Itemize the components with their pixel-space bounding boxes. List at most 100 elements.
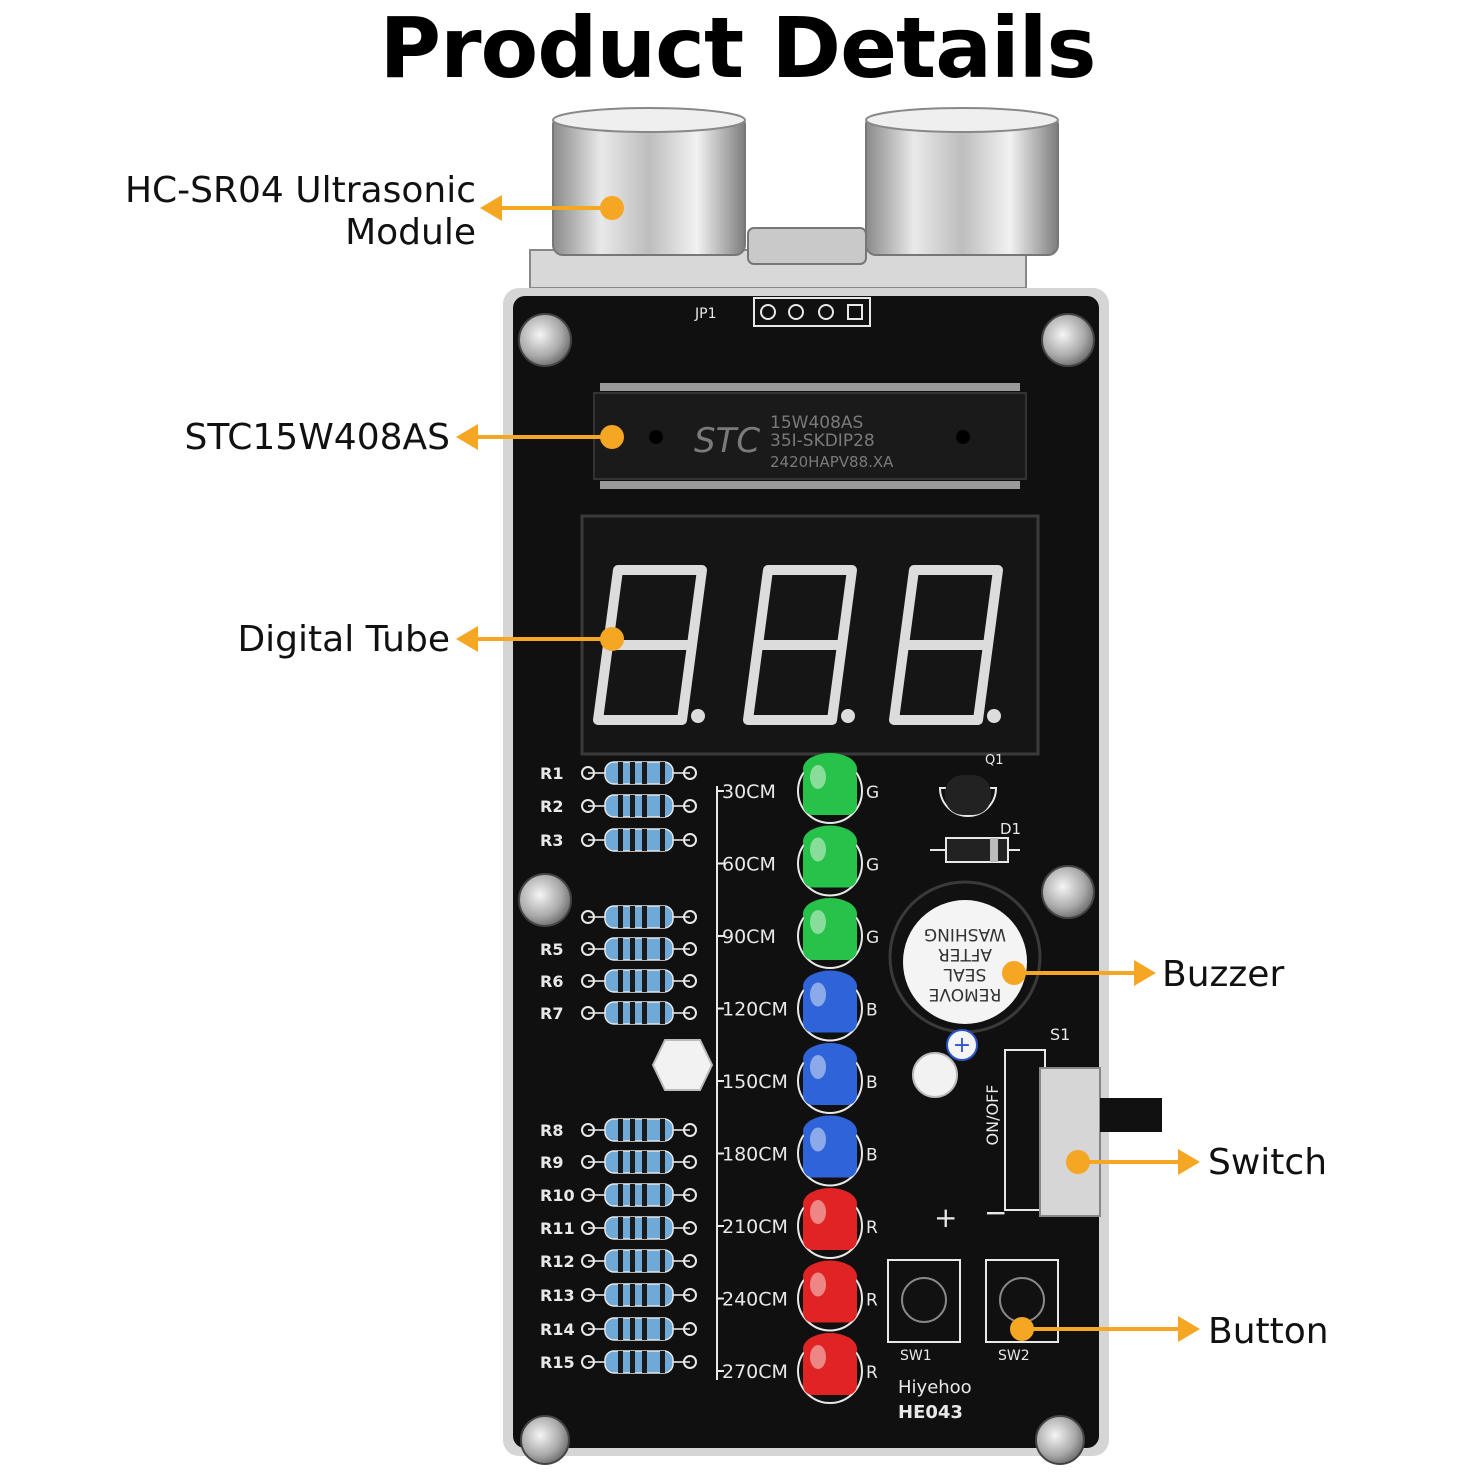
led-row: 120CM B — [717, 970, 878, 1042]
resistor-label: R1 — [540, 764, 563, 783]
led-color-letter: R — [866, 1291, 878, 1311]
nylon-spacer — [651, 1039, 714, 1091]
sw2-label: SW2 — [998, 1348, 1030, 1364]
resistor: R6 — [540, 969, 697, 993]
buzzer-component: REMOVE SEAL AFTER WASHING + — [888, 880, 1042, 1061]
led-color-letter: R — [866, 1218, 878, 1238]
callout-buzzer: Buzzer — [1162, 954, 1285, 995]
brand-label: Hiyehoo — [898, 1377, 972, 1398]
callout-arrow — [456, 626, 624, 652]
jp1-header: JP1 — [694, 297, 871, 327]
push-buttons: + − SW1 SW2 — [887, 1196, 1059, 1364]
distance-label: 90CM — [722, 926, 776, 948]
led-color-letter: B — [866, 1001, 878, 1021]
resistor: R7 — [540, 1001, 697, 1025]
resistor: R5 — [540, 937, 697, 961]
resistor: R12 — [540, 1249, 697, 1273]
led-color-letter: G — [866, 783, 879, 803]
resistor-label: R5 — [540, 940, 563, 959]
decimal-point — [841, 709, 855, 723]
callout-arrow — [1002, 960, 1156, 986]
buzzer-sticker-line-3: AFTER — [938, 944, 992, 964]
resistor-label: R14 — [540, 1320, 575, 1339]
led-row: 60CM G — [717, 825, 879, 897]
callout-switch: Switch — [1208, 1142, 1328, 1183]
s1-label: S1 — [1050, 1025, 1070, 1044]
jp1-label: JP1 — [694, 306, 716, 322]
plus-label: + — [934, 1201, 957, 1234]
page-title: Product Details — [379, 0, 1097, 97]
segment-lower — [889, 640, 993, 725]
led-color-letter: B — [866, 1146, 878, 1166]
resistor-label: R6 — [540, 972, 563, 991]
callout-ultrasonic: HC-SR04 Ultrasonic Module — [100, 170, 476, 254]
distance-label: 240CM — [722, 1289, 788, 1311]
decimal-point — [987, 709, 1001, 723]
resistor-label: R3 — [540, 831, 563, 850]
resistor-label: R2 — [540, 797, 563, 816]
distance-label: 120CM — [722, 999, 788, 1021]
led-row: 210CM R — [717, 1188, 878, 1259]
resistor-label: R10 — [540, 1186, 575, 1205]
resistor: R9 — [540, 1150, 697, 1174]
led-row: 90CM G — [717, 898, 879, 969]
distance-label: 270CM — [722, 1361, 788, 1383]
resistor: R2 — [540, 794, 697, 818]
distance-label: 210CM — [722, 1216, 788, 1238]
led-row: 270CM R — [717, 1333, 878, 1404]
resistor-label: R12 — [540, 1252, 575, 1271]
diode-d1: D1 — [930, 820, 1021, 863]
resistor-label: R8 — [540, 1121, 563, 1140]
segment-lower — [743, 640, 847, 725]
resistor: R3 — [540, 828, 697, 852]
distance-label: 150CM — [722, 1071, 788, 1093]
sw1-label: SW1 — [900, 1348, 932, 1364]
callout-arrow — [1066, 1149, 1200, 1175]
callout-ultrasonic-text: HC-SR04 Ultrasonic Module — [124, 170, 476, 253]
callout-arrow — [480, 195, 624, 221]
resistor: R1 — [540, 761, 697, 785]
callout-button: Button — [1208, 1311, 1329, 1352]
led-color-letter: G — [866, 928, 879, 948]
chip-brand: STC — [694, 421, 760, 461]
model-label: HE043 — [898, 1402, 963, 1423]
distance-label: 60CM — [722, 854, 776, 876]
digital-tube-display — [580, 514, 1040, 756]
resistor-label: R11 — [540, 1219, 575, 1238]
led-color-letter: B — [866, 1073, 878, 1093]
buzzer-plus-mark: + — [953, 1033, 971, 1058]
decimal-point — [691, 709, 705, 723]
led-color-letter: R — [866, 1363, 878, 1383]
buzzer-sticker-line-1: REMOVE — [929, 984, 1002, 1004]
led-color-letter: G — [866, 856, 879, 876]
transistor-q1: Q1 — [938, 753, 1004, 817]
led-row: 240CM R — [717, 1260, 878, 1332]
resistor: R15 — [540, 1350, 697, 1374]
chip-line-3: 2420HAPV88.XA — [770, 453, 894, 471]
ultrasonic-module — [529, 107, 1059, 289]
resistor-label: R9 — [540, 1153, 563, 1172]
callout-display: Digital Tube — [237, 619, 450, 660]
switch-onoff-label: ON/OFF — [983, 1085, 1002, 1146]
chip-line-1: 15W408AS — [770, 413, 863, 433]
led-row: 150CM B — [717, 1043, 878, 1114]
distance-label: 30CM — [722, 781, 776, 803]
resistor: R13 — [540, 1283, 697, 1307]
resistor: R10 — [540, 1183, 697, 1207]
distance-label: 180CM — [722, 1144, 788, 1166]
resistor: R11 — [540, 1216, 697, 1240]
resistor: R8 — [540, 1118, 697, 1142]
resistor — [581, 905, 697, 929]
slide-switch: S1 ON/OFF — [983, 1025, 1162, 1217]
resistor-label: R15 — [540, 1353, 575, 1372]
led-row: 180CM B — [717, 1115, 878, 1187]
led-row: 30CM G — [717, 753, 879, 824]
brand-mark: Hiyehoo HE043 — [898, 1377, 972, 1423]
seven-seg-digit — [593, 565, 707, 725]
d1-label: D1 — [1000, 820, 1021, 838]
resistor-label: R13 — [540, 1286, 575, 1305]
nylon-spacer-2 — [912, 1052, 958, 1098]
callout-arrows — [456, 195, 1200, 1342]
